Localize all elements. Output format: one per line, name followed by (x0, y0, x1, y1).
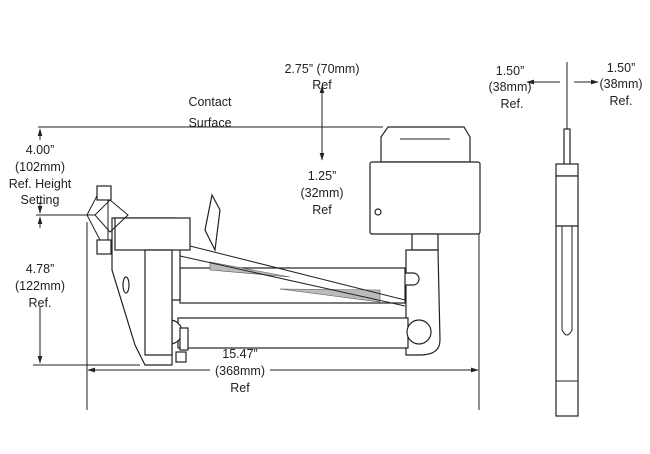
height-note: Ref. Height (9, 177, 72, 191)
travel-up-value: 2.75” (70mm) (284, 62, 359, 76)
travel-dimension: 2.75” (70mm) Ref 1.25” (32mm) Ref (284, 62, 359, 217)
height-metric: (102mm) (15, 160, 65, 174)
collector-arm (157, 245, 441, 356)
side-left-value: 1.50” (496, 64, 525, 78)
height-value: 4.00” (26, 143, 55, 157)
collector-shoe (369, 126, 481, 251)
length-value: 15.47” (222, 347, 257, 361)
length-dimension: 15.47” (368mm) Ref (86, 190, 480, 410)
travel-down-value: 1.25” (308, 169, 337, 183)
side-left-note: Ref. (501, 97, 524, 111)
surface-label: Surface (188, 116, 231, 130)
length-note: Ref (230, 381, 250, 395)
length-metric: (368mm) (215, 364, 265, 378)
side-view: 1.50” (38mm) Ref. 1.50” (38mm) Ref. (488, 61, 643, 417)
contact-label: Contact (188, 95, 232, 109)
side-right-metric: (38mm) (599, 77, 642, 91)
lower-height-metric: (122mm) (15, 279, 65, 293)
travel-down-note: Ref (312, 203, 332, 217)
lower-height-note: Ref. (29, 296, 52, 310)
side-right-note: Ref. (610, 94, 633, 108)
side-left-metric: (38mm) (488, 80, 531, 94)
lower-height-value: 4.78” (26, 262, 55, 276)
mounting-bracket (86, 185, 221, 366)
height-dimension: 4.00” (102mm) Ref. Height Setting 4.78” … (9, 128, 140, 366)
travel-up-note: Ref (312, 78, 332, 92)
side-right-value: 1.50” (607, 61, 636, 75)
height-note-2: Setting (21, 193, 60, 207)
travel-down-metric: (32mm) (300, 186, 343, 200)
